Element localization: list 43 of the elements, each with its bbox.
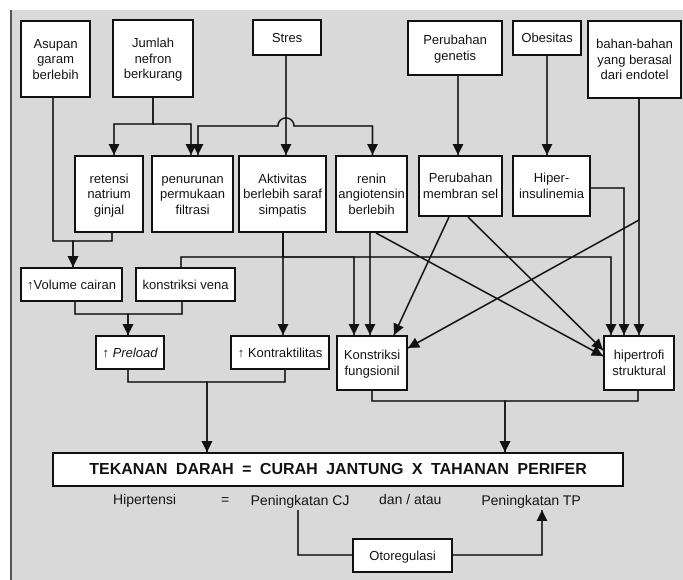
arrow (364, 233, 376, 335)
arrow (452, 76, 464, 155)
arrow (201, 370, 286, 452)
arrow (192, 117, 378, 155)
equation-term: dan / atau (379, 491, 442, 507)
equation-term: Hipertensi (113, 491, 176, 507)
arrow (67, 233, 113, 267)
arrow (282, 233, 617, 335)
arrow (467, 216, 604, 351)
process-box: Asupan garam berlebih (20, 20, 91, 98)
process-box: Hiper-insulinemia (512, 155, 591, 217)
arrow (499, 391, 639, 452)
arrow (376, 232, 604, 357)
arrow (541, 56, 553, 155)
arrow (453, 510, 548, 556)
process-box: Perubahan genetis (407, 20, 503, 76)
arrow (393, 216, 450, 336)
process-box: Konstriksi fungsionil (336, 335, 408, 391)
equation-term: Peningkatan TP (472, 490, 590, 510)
arrow (122, 302, 183, 335)
process-box: renin angiotensin berlebih (335, 155, 408, 233)
process-box: Otoregulasi (352, 538, 453, 573)
equation-term: Peningkatan CJ (243, 490, 357, 510)
process-box: ↑Volume cairan (20, 267, 123, 302)
process-box: konstriksi vena (135, 267, 236, 302)
equation-term: = (221, 491, 230, 507)
process-box: Perubahan membran sel (418, 155, 503, 217)
process-box: penurunan permukaan filtrasi (151, 155, 234, 233)
connector-line (297, 510, 352, 556)
process-box: ↑ Kontraktilitas (230, 335, 330, 370)
process-box: hipertrofi struktural (603, 335, 675, 391)
process-box: Stres (252, 19, 322, 56)
process-box: Jumlah nefron berkurang (112, 19, 194, 98)
arrow (280, 56, 292, 155)
process-box: bahan-bahan yang berasal dari endotel (587, 20, 682, 99)
equation-box: TEKANAN DARAH = CURAH JANTUNG X TAHANAN PERIFER (52, 452, 624, 487)
arrow (408, 99, 640, 349)
process-box: Obesitas (512, 20, 582, 56)
process-box: retensi natrium ginjal (74, 155, 144, 233)
arrow (591, 187, 630, 335)
process-box: Aktivitas berlebih saraf simpatis (238, 155, 327, 233)
arrow (152, 98, 197, 155)
process-box: ↑ Preload (95, 335, 165, 370)
